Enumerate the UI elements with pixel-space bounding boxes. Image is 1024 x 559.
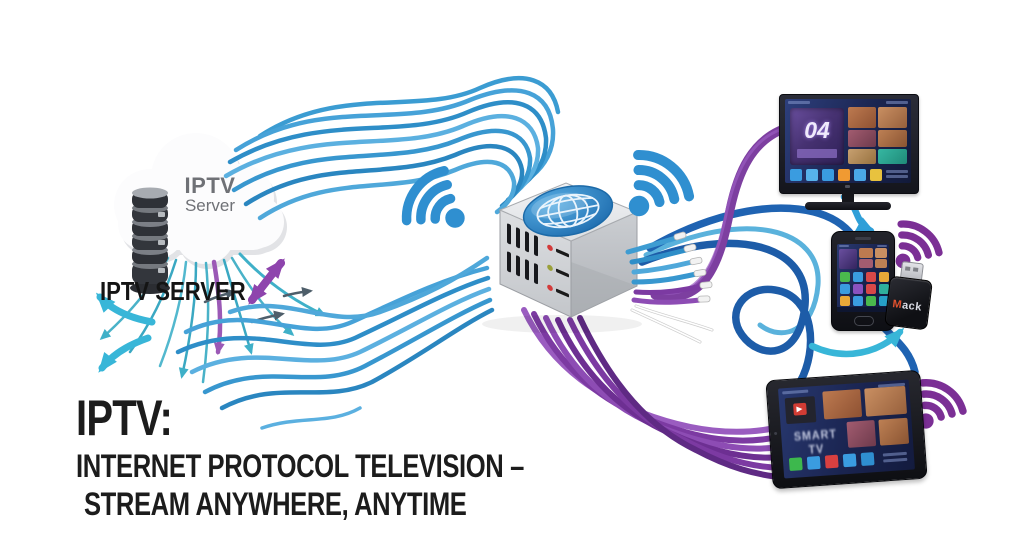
tv-statusbar-left — [788, 101, 810, 104]
usb-slot — [912, 267, 919, 272]
tv-channel-tile: 04 — [790, 108, 844, 165]
wifi-icon-right — [625, 150, 691, 216]
phone-app-icon — [879, 272, 889, 282]
phone-statusbar — [839, 245, 849, 247]
tv-statusbar-right — [886, 101, 908, 104]
tablet-thumbnail — [822, 388, 863, 420]
tablet-camera — [774, 431, 778, 436]
phone-thumbnail — [875, 259, 887, 268]
tv-stand — [842, 192, 854, 203]
tablet-logo-tile — [784, 396, 817, 425]
arrow-to-dongle — [808, 327, 905, 358]
tablet-screen-word: SMART TV — [793, 426, 838, 457]
phone-dock — [837, 307, 889, 312]
tablet-footer-text — [882, 451, 907, 457]
tv-thumbnail — [878, 130, 907, 147]
tv-channel-banner — [797, 149, 837, 158]
tv-app-icon — [870, 169, 882, 181]
tv-channel-number: 04 — [804, 117, 830, 143]
headline-line3: STREAM ANYWHERE, ANYTIME — [84, 486, 467, 523]
tv-app-icon — [854, 169, 866, 181]
usb-dongle: Mack — [882, 259, 936, 331]
phone-app-icon — [866, 296, 876, 306]
phone-app-icon — [879, 284, 889, 294]
tablet-screen: SMART TV — [777, 379, 915, 479]
server-stack-icon — [130, 187, 170, 294]
phone-app-icon — [840, 284, 850, 294]
phone-tile — [839, 249, 857, 269]
tablet-thumbnail — [846, 420, 877, 448]
tv-action-tile — [878, 149, 907, 164]
tv-thumbnail — [848, 130, 876, 147]
cable-bundle-top — [223, 76, 561, 221]
tablet-statusbar — [782, 389, 809, 395]
phone-app-icon — [853, 272, 863, 282]
phone-app-icon — [853, 284, 863, 294]
tv-app-icon — [806, 169, 818, 181]
tablet-app-icon — [824, 454, 839, 469]
iptv-server-caption: IPTV SERVER — [100, 276, 246, 306]
tv-thumbnail — [878, 107, 907, 128]
smartphone — [831, 231, 895, 331]
tablet-app-icon — [788, 457, 803, 472]
cloud-label-line2: Server — [184, 196, 236, 216]
tablet: SMART TV — [765, 369, 928, 490]
phone-app-icon — [840, 296, 850, 306]
phone-app-icon — [866, 272, 876, 282]
cloud-server-label: IPTV Server — [160, 174, 260, 215]
phone-home-button — [854, 316, 874, 326]
phone-speaker — [855, 237, 871, 240]
wifi-icon-left — [400, 169, 464, 233]
tv-stand-base — [805, 202, 891, 210]
tablet-thumbnail — [878, 417, 910, 446]
tv-app-icon — [822, 169, 834, 181]
headline-block: IPTV: INTERNET PROTOCOL TELEVISION – STR… — [76, 392, 636, 522]
headline-line2: INTERNET PROTOCOL TELEVISION – — [76, 447, 524, 484]
phone-app-icon — [840, 272, 850, 282]
usb-slot — [904, 266, 911, 271]
globe-icon — [522, 185, 614, 237]
phone-statusbar — [877, 245, 887, 247]
tv-app-icon — [790, 169, 802, 181]
router-box — [482, 182, 642, 333]
cable-bundle-left — [175, 255, 495, 430]
phone-thumbnail — [875, 248, 887, 258]
tv-screen: 04 — [785, 99, 911, 183]
tablet-thumbnail — [864, 385, 908, 417]
phone-app-icon — [879, 296, 889, 306]
cloud-label-line1: IPTV — [184, 173, 236, 198]
phone-thumbnail — [859, 259, 873, 268]
tablet-logo — [793, 402, 807, 416]
headline-line1: IPTV: — [76, 390, 173, 446]
phone-thumbnail — [859, 248, 873, 258]
tv-thumbnail — [848, 107, 876, 128]
phone-screen — [837, 244, 889, 312]
tablet-app-icon — [842, 453, 857, 468]
tv-footer-text — [886, 170, 908, 173]
stream-arrows — [95, 252, 327, 384]
tv-footer-text — [886, 175, 908, 178]
tablet-footer-text — [883, 457, 908, 463]
cable-stubs — [625, 231, 714, 344]
tablet-app-icon — [860, 452, 875, 467]
phone-app-icon — [853, 296, 863, 306]
smart-tv: 04 — [779, 94, 919, 225]
tv-app-icon — [838, 169, 850, 181]
cable-bundle-purple — [521, 307, 793, 481]
tv-logo — [845, 185, 850, 188]
tv-thumbnail — [848, 149, 876, 164]
phone-app-icon — [866, 284, 876, 294]
tablet-app-icon — [806, 455, 821, 470]
